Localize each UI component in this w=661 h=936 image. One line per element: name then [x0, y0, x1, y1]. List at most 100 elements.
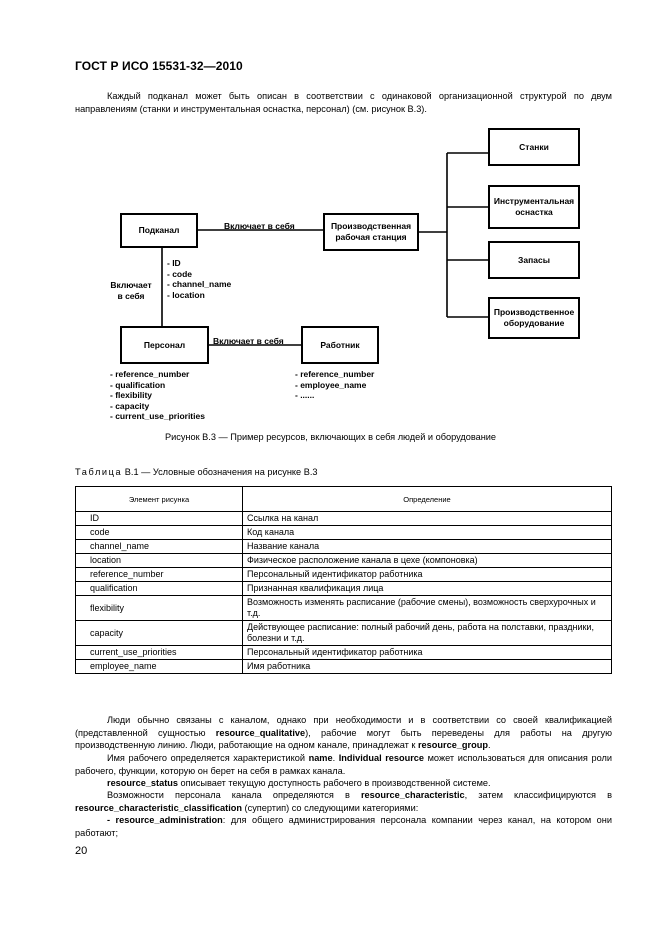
element-cell: employee_name [75, 659, 243, 674]
element-cell: channel_name [75, 539, 243, 554]
worker-attributes: - reference_number - employee_name - ...… [295, 369, 374, 401]
definition-cell: Название канала [242, 539, 612, 554]
personnel-attr: - flexibility [110, 390, 153, 400]
entity-name: resource_characteristic_classification [75, 802, 242, 813]
tooling-label-line2: оснастка [515, 207, 553, 217]
definition-cell: Код канала [242, 525, 612, 540]
column-header-element: Элемент рисунка [75, 486, 243, 512]
element-cell: code [75, 525, 243, 540]
tooling-label-line1: Инструментальная [493, 196, 575, 206]
definition-cell: Физическое расположение канала в цехе (к… [242, 553, 612, 568]
includes-vertical-line2: в себя [117, 290, 145, 301]
worker-box: Работник [301, 326, 379, 364]
table-header-row: Элемент рисунка Определение [75, 486, 612, 512]
body-paragraph-4: Возможности персонала канала определяютс… [75, 789, 612, 814]
text-run: Люди обычно связаны с каналом, однако пр… [75, 715, 612, 738]
element-cell: reference_number [75, 567, 243, 582]
channel-attr: - channel_name [167, 279, 232, 289]
element-cell: location [75, 553, 243, 568]
table-caption-word: Таблица [75, 467, 123, 477]
definition-cell: Персональный идентификатор работника [242, 567, 612, 582]
personnel-attr: - reference_number [110, 369, 190, 379]
definition-cell: Возможность изменять расписание (рабочие… [242, 595, 612, 621]
personnel-attributes: - reference_number - qualification - fle… [110, 369, 205, 422]
text-run: ), рабочие могут быть переведены для раб… [75, 727, 613, 751]
text-run: . [487, 740, 491, 750]
body-paragraph-5: - resource_administration: для общего ад… [75, 814, 612, 839]
entity-name: resource_qualitative [215, 727, 306, 738]
worker-attr: - reference_number [295, 369, 375, 379]
includes-label-bottom: Включает в себя [213, 336, 284, 346]
body-paragraph-1: Люди обычно связаны с каналом, однако пр… [75, 714, 612, 752]
personnel-attr: - current_use_priorities [110, 411, 205, 421]
equipment-label-line1: Производственное [493, 307, 575, 317]
entity-name: resource_characteristic [360, 790, 465, 800]
page-number: 20 [75, 845, 88, 857]
worker-attr: - employee_name [295, 379, 367, 390]
personnel-label: Персонал [143, 339, 186, 350]
entity-name: resource_status [107, 778, 178, 788]
channel-attr: - code [167, 268, 193, 279]
personnel-box: Персонал [120, 326, 209, 364]
text-run: может использоваться для описания роли р… [75, 753, 612, 776]
entity-name: name [308, 753, 333, 763]
worker-label: Работник [320, 339, 360, 350]
definition-cell: Действующее расписание: полный рабочий д… [242, 620, 612, 646]
channel-attributes: - ID - code - channel_name - location [167, 258, 231, 300]
column-header-definition: Определение [242, 486, 612, 512]
text-run: . [332, 753, 339, 763]
document-header: ГОСТ Р ИСО 15531-32—2010 [75, 59, 243, 73]
figure-caption: Рисунок В.3 — Пример ресурсов, включающи… [164, 432, 497, 442]
definition-cell: Имя работника [242, 659, 612, 674]
includes-label-vertical: Включает в себя [108, 280, 154, 301]
element-cell: ID [75, 511, 243, 526]
channel-attr: - location [167, 289, 205, 300]
text-run: описывает текущую доступность рабочего в… [177, 778, 491, 788]
machines-box: Станки [488, 128, 580, 166]
element-cell: capacity [75, 620, 243, 646]
intro-paragraph: Каждый подканал может быть описан в соот… [75, 91, 612, 114]
entity-name: resource_group [417, 740, 488, 750]
includes-vertical-line1: Включает [110, 280, 152, 290]
entity-name: Individual resource [338, 753, 425, 763]
text-run: Возможности персонала канала определяютс… [107, 790, 361, 800]
element-cell: qualification [75, 581, 243, 596]
text-run: : для общего администрирования персонала… [75, 815, 613, 838]
personnel-attr: - qualification [110, 379, 166, 390]
text-run: (супертип) со следующими категориями: [242, 802, 419, 813]
personnel-attr: - capacity [110, 400, 150, 411]
table-caption: Таблица В.1 — Условные обозначения на ри… [75, 467, 318, 477]
element-cell: current_use_priorities [75, 645, 243, 660]
subchannel-box: Подканал [120, 213, 198, 248]
definition-cell: Ссылка на канал [242, 511, 612, 526]
stock-box: Запасы [488, 241, 580, 279]
body-paragraph-2: Имя рабочего определяется характеристико… [75, 752, 612, 777]
figure-connectors [161, 152, 488, 346]
element-cell: flexibility [75, 595, 243, 621]
channel-attr: - ID [167, 258, 181, 268]
equipment-label-line2: оборудование [503, 318, 565, 328]
workstation-label-line1: Производственная [330, 221, 412, 231]
definition-cell: Персональный идентификатор работника [242, 645, 612, 660]
includes-label-top: Включает в себя [224, 221, 295, 231]
text-run: , затем классифицируются в [464, 790, 613, 800]
definition-cell: Признанная квалификация лица [242, 581, 612, 596]
stock-label: Запасы [518, 254, 550, 265]
text-run: Имя рабочего определяется характеристико… [107, 753, 309, 763]
table-caption-rest: В.1 — Условные обозначения на рисунке В.… [122, 467, 318, 477]
entity-name: - resource_administration [107, 815, 223, 825]
